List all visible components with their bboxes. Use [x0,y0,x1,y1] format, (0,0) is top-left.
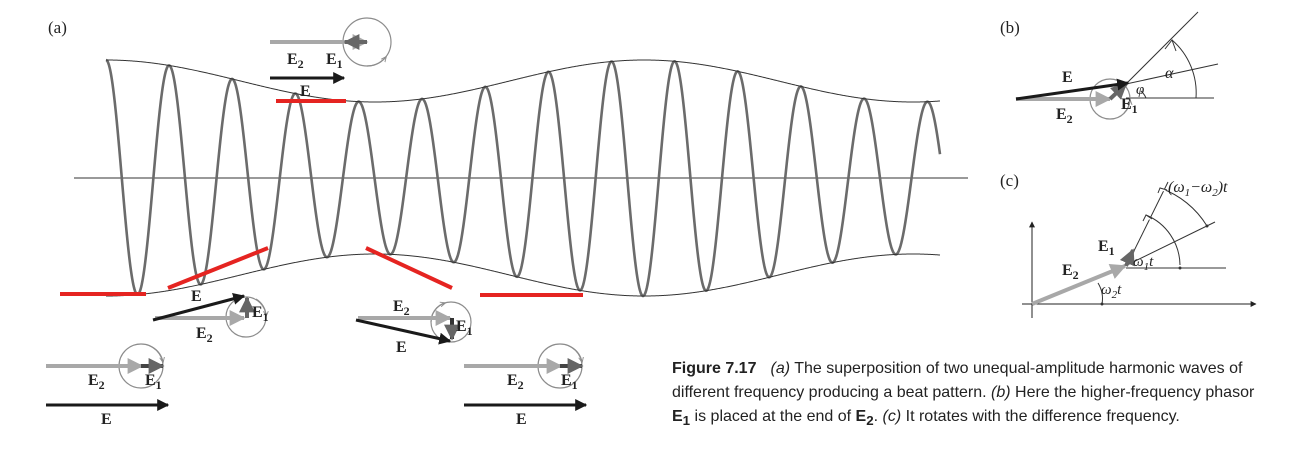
phasor-rising-left: E E2 E1 [152,288,269,345]
envelope-lower [106,253,941,297]
panel-b-label: (b) [1000,18,1020,37]
e1-label: E1 [456,318,473,338]
e-label: E [300,83,311,100]
tick-dot [1205,224,1209,228]
envelope-upper [106,59,941,103]
e-direction-line [1125,63,1219,85]
e1-label: E1 [1098,238,1115,258]
phi-arc [1140,90,1147,99]
e-label: E [396,339,407,356]
e2-vector [1031,264,1127,306]
e1-direction-line [1125,11,1199,85]
phi-label: φ [1136,82,1144,98]
e1-label: E1 [145,372,162,392]
caption-text-b2: is placed at the end of [690,408,856,425]
panel-a-label: (a) [48,18,67,37]
e1-label: E1 [326,51,343,71]
e2-direction-line [1126,221,1216,266]
e2-label: E2 [287,51,304,71]
alpha-label: α [1165,65,1174,82]
rotation-arrow-icon [1123,100,1130,114]
e1-label: E1 [252,304,269,324]
panel-b: (b) α φ E E2 E1 [1000,11,1219,126]
caption-text-a: The superposition of two unequal-amplitu… [672,360,1243,401]
tick-dot [1100,302,1104,306]
omega1-arc [1145,214,1181,266]
caption-text-c: It rotates with the difference frequency… [901,408,1180,425]
e2-label: E2 [1056,106,1073,126]
red-envelope-markers [60,99,583,297]
figure-number: Figure 7.17 [672,360,757,377]
e-label: E [101,411,112,428]
rotation-arrow-icon [570,346,582,362]
caption-vector-e2: E2 [855,408,874,429]
panel-c: (c) (ω1−ω2)t ω1t ω2t E1 E2 [1000,171,1257,318]
rotation-arrow-icon [255,298,266,316]
red-marker-falling [365,246,453,290]
e-label: E [516,411,527,428]
alpha-arc [1171,39,1197,99]
panel-c-label: (c) [1000,171,1019,190]
figure-caption: Figure 7.17 (a) The superposition of two … [672,357,1272,433]
tick-dot [1178,266,1182,270]
phasor-falling: E2 E1 E [355,298,473,356]
omega1-arrow-icon [1142,214,1153,222]
e2-label: E2 [196,325,213,345]
e2-label: E2 [1062,262,1079,282]
red-marker-rising-left [167,246,269,290]
e-vector [152,292,246,322]
rotation-arrow-icon [151,346,163,362]
e-vector [1015,78,1130,101]
rotation-arrow-icon [430,303,445,323]
e2-label: E2 [507,372,524,392]
phasor-max-right: E2 E1 E [464,343,588,428]
phasor-top-min: E2 E1 E [270,17,392,100]
caption-part-a: (a) [770,360,791,377]
caption-text-b3: . [873,408,883,425]
beat-wave [105,58,942,298]
omega2t-label: ω2t [1101,282,1122,301]
caption-text-b1: Here the higher-frequency phasor [1010,384,1255,401]
e-vector [355,318,452,345]
e2-label: E2 [88,372,105,392]
caption-part-b: (b) [991,384,1011,401]
e1-label: E1 [561,372,578,392]
alpha-arrow-icon [1164,38,1177,52]
rotation-arrow-icon [366,57,386,67]
diff-frequency-label: (ω1−ω2)t [1168,179,1228,199]
caption-vector-e1: E1 [672,408,691,429]
e-label: E [1062,69,1073,86]
e1-vector [1119,248,1135,267]
e2-label: E2 [393,298,410,318]
e1-label: E1 [1121,96,1138,116]
caption-part-c: (c) [882,408,902,425]
diff-arrow-icon [1157,187,1168,194]
omega1t-label: ω1t [1133,254,1154,273]
phasor-max-left: E2 E1 E [46,343,170,428]
e-label: E [191,288,202,305]
